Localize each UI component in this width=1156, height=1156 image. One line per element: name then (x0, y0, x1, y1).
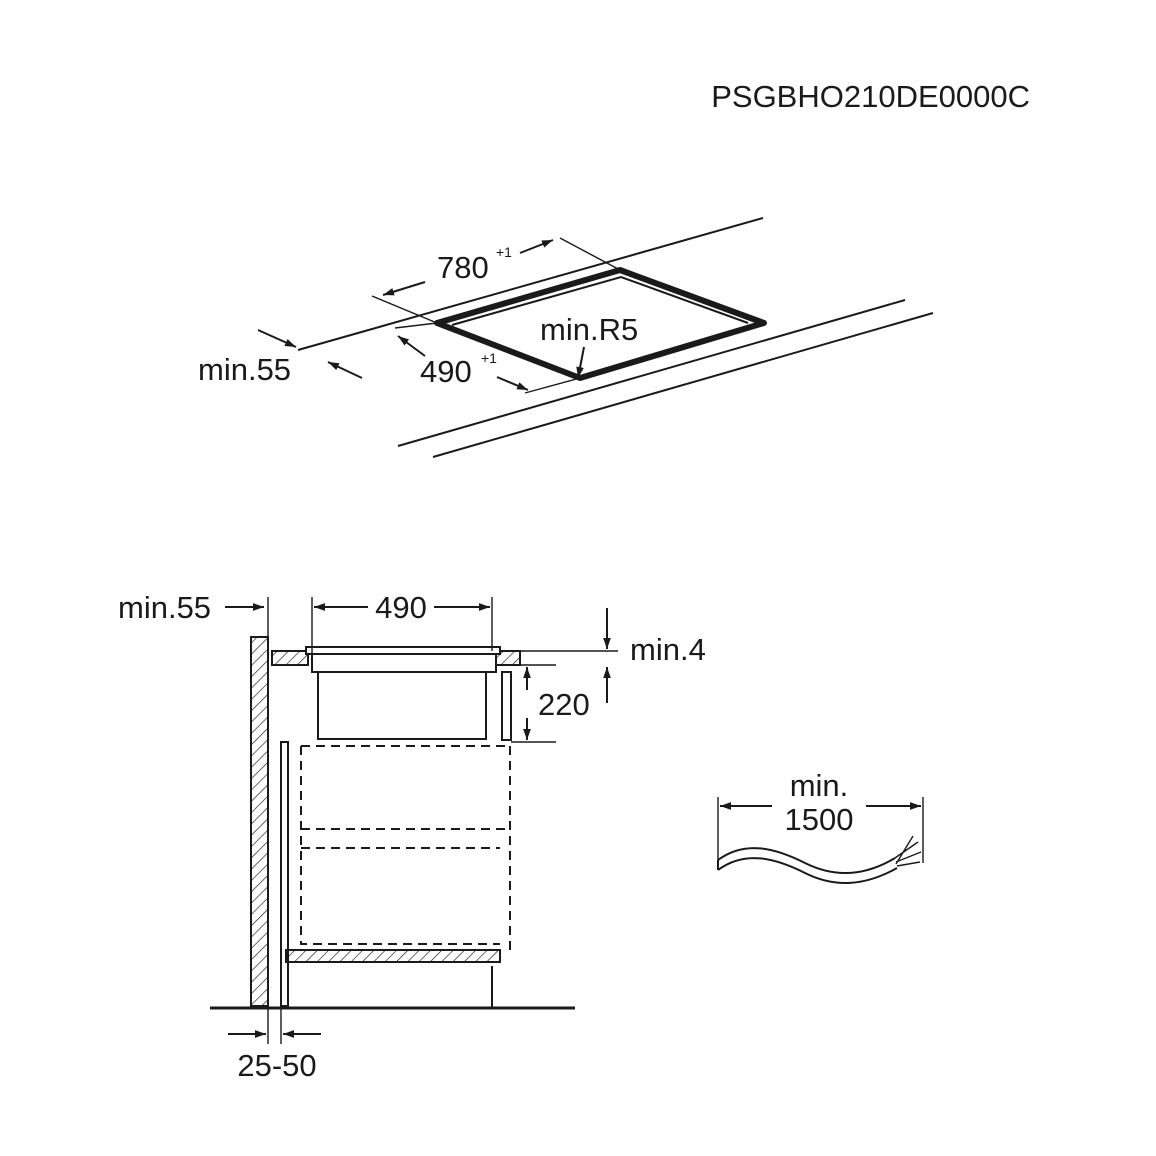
cable-length-label-line2: 1500 (785, 802, 854, 837)
top-view: 780 +1 490 +1 min.R5 min.55 (198, 217, 934, 458)
dim-cutout-label: 490 (375, 590, 427, 625)
dim-490-arrow-right (496, 376, 529, 391)
dim-490-arrow-left (397, 335, 426, 357)
dim-490-extension-left (394, 322, 438, 329)
cabinet-side-panel (280, 741, 289, 1007)
dim-780-arrow-left (382, 281, 426, 296)
worktop-back-edge (297, 217, 764, 351)
dim-490-tolerance: +1 (481, 350, 497, 366)
dim-780-extension-left (371, 295, 438, 324)
radius-arrow (576, 346, 585, 379)
dim-780-arrow-right (519, 239, 554, 254)
hob-body (317, 671, 487, 740)
worktop-section-left (271, 650, 309, 666)
dim-220-label: 220 (538, 687, 590, 722)
dim-780-label: 780 (437, 250, 489, 285)
cutout-inner-edge (451, 275, 749, 326)
side-view: min.55 490 min.4 220 25-50 (118, 590, 706, 1083)
cable-length-label-line1: min. (790, 768, 849, 803)
dim-780-extension-right (559, 237, 621, 271)
dim-490-extension-right (524, 377, 581, 394)
hob-frame (311, 653, 497, 673)
cabinet-outline-dashed (300, 746, 500, 945)
cable-sheath-bottom (717, 857, 898, 885)
dim-min4-label: min.4 (630, 632, 706, 667)
edge-distance-label: min.55 (198, 352, 291, 387)
cabinet-front-board (501, 671, 512, 741)
power-cable-detail: min. 1500 (717, 768, 924, 885)
hob-glass (305, 646, 501, 655)
wall-section (250, 636, 269, 1007)
radius-label: min.R5 (540, 312, 638, 347)
model-code: PSGBHO210DE0000C (711, 79, 1030, 114)
worktop-front-edge-lower (432, 312, 934, 458)
dim-780-tolerance: +1 (496, 244, 512, 260)
dim-490-label: 490 (420, 354, 472, 389)
cable-wires-icon (894, 835, 922, 867)
dim-gap-label: 25-50 (237, 1048, 316, 1083)
cable-sheath-top (717, 847, 896, 874)
edge-distance-arrow-bottom (327, 361, 363, 379)
worktop-front-edge-upper (397, 299, 906, 447)
cutout-outline (434, 267, 767, 381)
edge-distance-arrow-top (257, 329, 297, 348)
bottom-shelf (285, 949, 501, 963)
side-edge-label: min.55 (118, 590, 211, 625)
